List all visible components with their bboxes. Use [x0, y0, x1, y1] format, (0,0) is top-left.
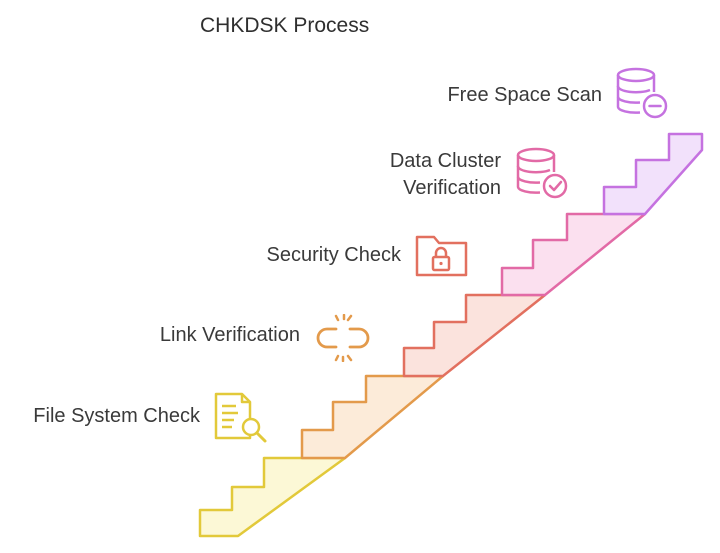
database-check-icon	[516, 147, 568, 199]
diagram-title: CHKDSK Process	[200, 14, 370, 37]
database-minus-icon	[616, 67, 668, 119]
broken-link-icon	[316, 314, 370, 362]
step-label-line-2: Verification	[403, 177, 501, 199]
step-label-free-space-scan: Free Space Scan	[447, 84, 602, 106]
locked-folder-icon	[415, 235, 468, 277]
step-label-line-1: Data Cluster	[389, 150, 501, 172]
stair-segment-link-verification	[300, 374, 445, 460]
stair-segment-data-cluster-verification	[500, 212, 647, 297]
stair-segment-free-space-scan	[602, 132, 704, 216]
step-label-data-cluster-verification: Data Cluster Verification	[390, 148, 501, 202]
step-label-security-check: Security Check	[266, 244, 402, 266]
document-search-icon	[214, 392, 267, 443]
stair-segment-security-check	[402, 293, 547, 378]
step-label-link-verification: Link Verification	[159, 324, 300, 346]
step-label-file-system-check: File System Check	[33, 405, 200, 427]
stair-segment-file-system-check	[198, 456, 347, 538]
